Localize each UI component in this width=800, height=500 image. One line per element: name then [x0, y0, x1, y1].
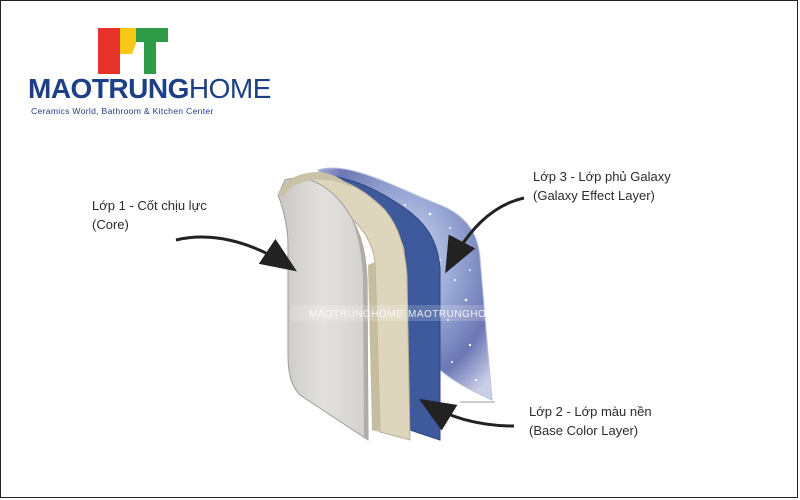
watermark-band [290, 305, 510, 321]
core-label-subtitle: (Core) [92, 217, 129, 232]
core-label-title: Lớp 1 - Cốt chịu lực [92, 198, 207, 213]
galaxy-label-subtitle: (Galaxy Effect Layer) [533, 188, 655, 203]
cream-layer-edge [368, 262, 380, 432]
logo-wordmark: MAOTRUNGHOME [28, 74, 271, 104]
core-top-edge [278, 172, 352, 196]
core-label: Lớp 1 - Cốt chịu lực (Core) [92, 196, 207, 234]
base-label: Lớp 2 - Lớp màu nền (Base Color Layer) [529, 402, 652, 440]
base-label-subtitle: (Base Color Layer) [529, 423, 639, 438]
logo-mark-icon [98, 28, 168, 74]
core-arrow [175, 235, 297, 272]
logo-tagline: Ceramics World, Bathroom & Kitchen Cente… [31, 106, 214, 116]
brand-logo[interactable]: MAOTRUNGHOME Ceramics World, Bathroom & … [28, 28, 271, 118]
galaxy-arrow [445, 196, 525, 274]
watermark-text-2: MAOTRUNGHOME [408, 309, 502, 320]
galaxy-label: Lớp 3 - Lớp phủ Galaxy (Galaxy Effect La… [533, 167, 671, 205]
base-label-title: Lớp 2 - Lớp màu nền [529, 404, 652, 419]
logo-word-light: HOME [188, 73, 272, 104]
galaxy-label-title: Lớp 3 - Lớp phủ Galaxy [533, 169, 671, 184]
logo-word-bold: MAOTRUNG [28, 73, 189, 104]
core-layer-edge [350, 215, 368, 440]
watermark-text-1: MAOTRUNGHOME [309, 309, 403, 320]
base-arrow [418, 398, 515, 431]
